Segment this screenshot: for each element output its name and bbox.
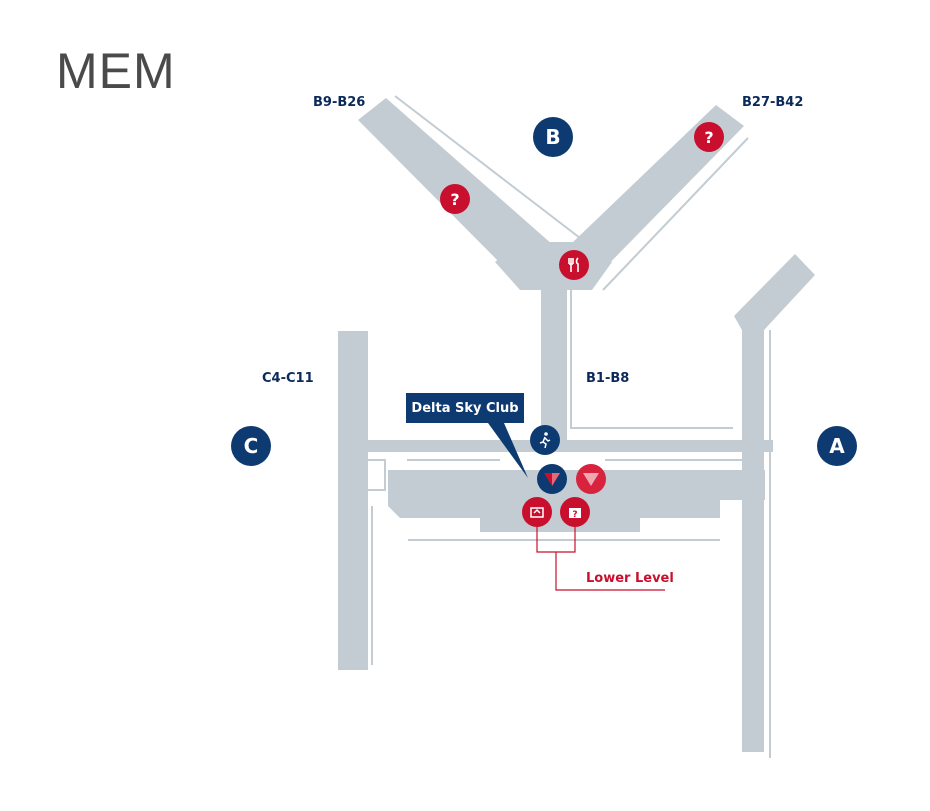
gate-range-b-left: B9-B26 [313,95,366,110]
baggage-service-icon: ? [560,497,590,527]
concourse-c [338,331,368,670]
delta-widget-icon [576,464,606,494]
concourse-a-badge: A [817,426,857,466]
concourse-c-badge: C [231,426,271,466]
gate-range-c: C4-C11 [262,371,314,386]
sky-club-pointer [488,423,528,478]
airport-code: MEM [56,43,176,99]
concourse-b-right-arm [548,105,744,283]
question-mark-icon: ? [694,122,724,152]
delta-widget-icon [537,464,567,494]
concourse-b-badge: B [533,117,573,157]
question-mark-icon: ? [440,184,470,214]
svg-text:?: ? [572,510,577,520]
concourse-a [734,254,815,752]
lower-level-label: Lower Level [586,571,674,586]
concourse-b-hub [495,242,612,290]
fork-knife-icon [559,250,589,280]
gate-range-b-stem: B1-B8 [586,371,630,386]
baggage-claim-icon [522,497,552,527]
gate-range-b-right: B27-B42 [742,95,804,110]
concourse-b-stem [541,285,567,445]
sky-club-callout: Delta Sky Club [406,393,524,423]
running-person-icon [530,425,560,455]
